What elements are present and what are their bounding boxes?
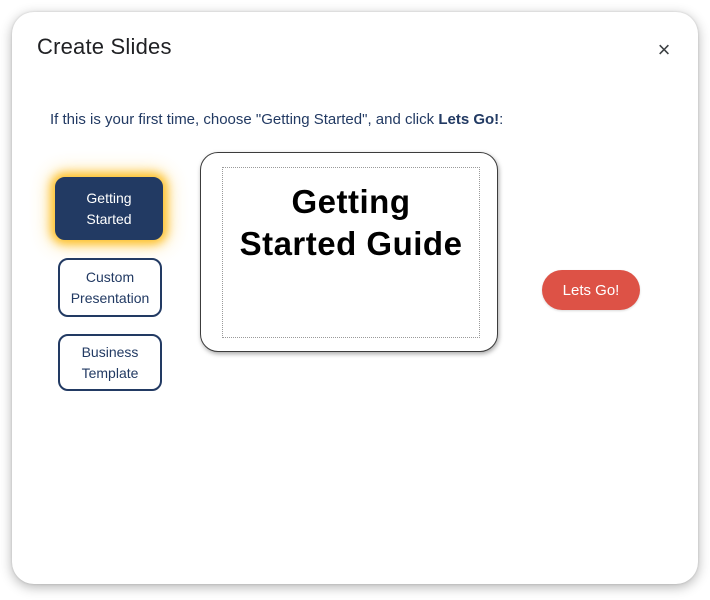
option-getting-started[interactable]: Getting Started: [55, 177, 163, 240]
instruction-text: If this is your first time, choose "Gett…: [50, 111, 503, 128]
instruction-suffix: :: [499, 111, 504, 128]
instruction-prefix: If this is your first time, choose "Gett…: [50, 111, 439, 128]
slide-preview: Getting Started Guide: [200, 152, 498, 352]
close-button[interactable]: ×: [648, 34, 680, 66]
preview-title-line: Getting: [291, 183, 411, 220]
slide-preview-placeholder: Getting Started Guide: [222, 167, 480, 338]
lets-go-button[interactable]: Lets Go!: [542, 270, 640, 310]
instruction-bold: Lets Go!: [438, 111, 500, 128]
create-slides-dialog: Create Slides × If this is your first ti…: [12, 12, 698, 584]
dialog-title: Create Slides: [37, 34, 172, 59]
option-business-template[interactable]: Business Template: [58, 334, 162, 391]
option-custom-presentation[interactable]: Custom Presentation: [58, 258, 162, 317]
close-icon: ×: [657, 37, 671, 62]
preview-title-line: Started Guide: [239, 224, 463, 262]
